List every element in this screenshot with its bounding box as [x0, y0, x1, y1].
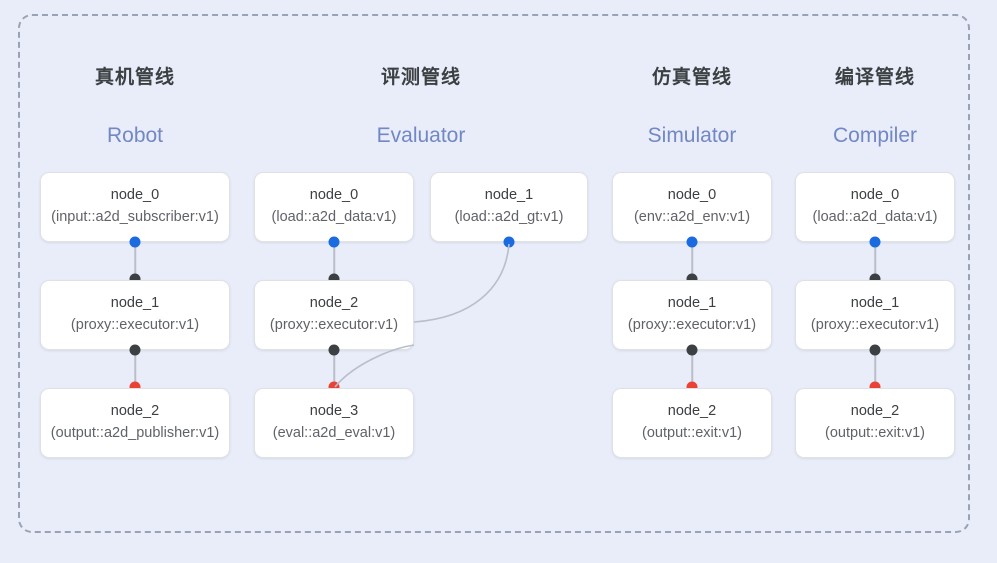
node-name: node_3 — [309, 403, 359, 420]
node-box-simulator-node-1[interactable]: node_1 (proxy::executor:v1) — [612, 280, 772, 350]
node-box-evaluator-node-3[interactable]: node_3 (eval::a2d_eval:v1) — [254, 388, 414, 458]
port-dot-link-evaluator-2-in — [328, 273, 340, 285]
port-dot-sink-robot-2 — [129, 381, 141, 393]
node-box-compiler-node-2[interactable]: node_2 (output::exit:v1) — [795, 388, 955, 458]
node-box-robot-node-1[interactable]: node_1 (proxy::executor:v1) — [40, 280, 230, 350]
port-dot-source-evaluator-0 — [328, 236, 340, 248]
node-name: node_1 — [110, 295, 160, 312]
node-spec: (proxy::executor:v1) — [269, 317, 399, 333]
edge-simulator-0-1 — [691, 242, 693, 280]
node-spec: (load::a2d_data:v1) — [812, 209, 938, 225]
node-box-simulator-node-0[interactable]: node_0 (env::a2d_env:v1) — [612, 172, 772, 242]
node-name: node_0 — [309, 187, 359, 204]
edge-evaluator-2-3 — [333, 350, 335, 388]
node-name: node_0 — [667, 187, 717, 204]
port-dot-link-simulator-1-in — [686, 273, 698, 285]
port-dot-sink-simulator-2 — [686, 381, 698, 393]
column-subtitle-simulator: Simulator — [647, 124, 737, 147]
node-box-evaluator-node-2[interactable]: node_2 (proxy::executor:v1) — [254, 280, 414, 350]
node-name: node_2 — [850, 403, 900, 420]
node-box-compiler-node-0[interactable]: node_0 (load::a2d_data:v1) — [795, 172, 955, 242]
port-dot-link-compiler-1-in — [869, 273, 881, 285]
node-spec: (load::a2d_gt:v1) — [454, 209, 564, 225]
edge-compiler-1-2 — [874, 350, 876, 388]
port-dot-link-robot-1-in — [129, 273, 141, 285]
node-box-simulator-node-2[interactable]: node_2 (output::exit:v1) — [612, 388, 772, 458]
column-title-evaluator: 评测管线 — [380, 67, 461, 88]
node-box-compiler-node-1[interactable]: node_1 (proxy::executor:v1) — [795, 280, 955, 350]
node-spec: (output::exit:v1) — [825, 425, 925, 441]
node-spec: (load::a2d_data:v1) — [271, 209, 397, 225]
node-spec: (proxy::executor:v1) — [627, 317, 757, 333]
edge-robot-0-1 — [134, 242, 136, 280]
port-dot-sink-compiler-2 — [869, 381, 881, 393]
node-name: node_2 — [667, 403, 717, 420]
column-subtitle-compiler: Compiler — [832, 124, 918, 147]
port-dot-source-evaluator-1-gt — [503, 236, 515, 248]
node-box-robot-node-0[interactable]: node_0 (input::a2d_subscriber:v1) — [40, 172, 230, 242]
column-subtitle-evaluator: Evaluator — [376, 124, 466, 147]
node-name: node_1 — [850, 295, 900, 312]
column-title-simulator: 仿真管线 — [651, 67, 732, 88]
node-name: node_1 — [484, 187, 534, 204]
node-spec: (env::a2d_env:v1) — [633, 209, 751, 225]
node-name: node_2 — [110, 403, 160, 420]
node-spec: (output::a2d_publisher:v1) — [50, 425, 220, 441]
edge-simulator-1-2 — [691, 350, 693, 388]
node-name: node_2 — [309, 295, 359, 312]
edge-compiler-0-1 — [874, 242, 876, 280]
column-title-compiler: 编译管线 — [834, 67, 915, 88]
node-box-evaluator-node-1-gt[interactable]: node_1 (load::a2d_gt:v1) — [430, 172, 588, 242]
node-box-evaluator-node-0[interactable]: node_0 (load::a2d_data:v1) — [254, 172, 414, 242]
edge-curve-gt-to-executor — [413, 243, 510, 323]
port-dot-link-compiler-1-out — [869, 344, 881, 356]
port-dot-source-compiler-0 — [869, 236, 881, 248]
node-spec: (eval::a2d_eval:v1) — [272, 425, 396, 441]
port-dot-link-robot-1-out — [129, 344, 141, 356]
node-box-robot-node-2[interactable]: node_2 (output::a2d_publisher:v1) — [40, 388, 230, 458]
node-name: node_0 — [110, 187, 160, 204]
port-dot-source-robot-0 — [129, 236, 141, 248]
column-subtitle-robot: Robot — [106, 124, 164, 147]
port-dot-link-simulator-1-out — [686, 344, 698, 356]
edge-evaluator-0-2 — [333, 242, 335, 280]
port-dot-link-evaluator-2-out — [328, 344, 340, 356]
node-spec: (input::a2d_subscriber:v1) — [51, 209, 219, 225]
node-name: node_0 — [850, 187, 900, 204]
edge-robot-1-2 — [134, 350, 136, 388]
port-dot-source-simulator-0 — [686, 236, 698, 248]
port-dot-sink-evaluator-3 — [328, 381, 340, 393]
node-name: node_1 — [667, 295, 717, 312]
column-title-robot: 真机管线 — [94, 67, 175, 88]
node-spec: (proxy::executor:v1) — [810, 317, 940, 333]
node-spec: (output::exit:v1) — [642, 425, 742, 441]
node-spec: (proxy::executor:v1) — [70, 317, 200, 333]
edge-curve-executor-to-eval — [334, 344, 415, 388]
